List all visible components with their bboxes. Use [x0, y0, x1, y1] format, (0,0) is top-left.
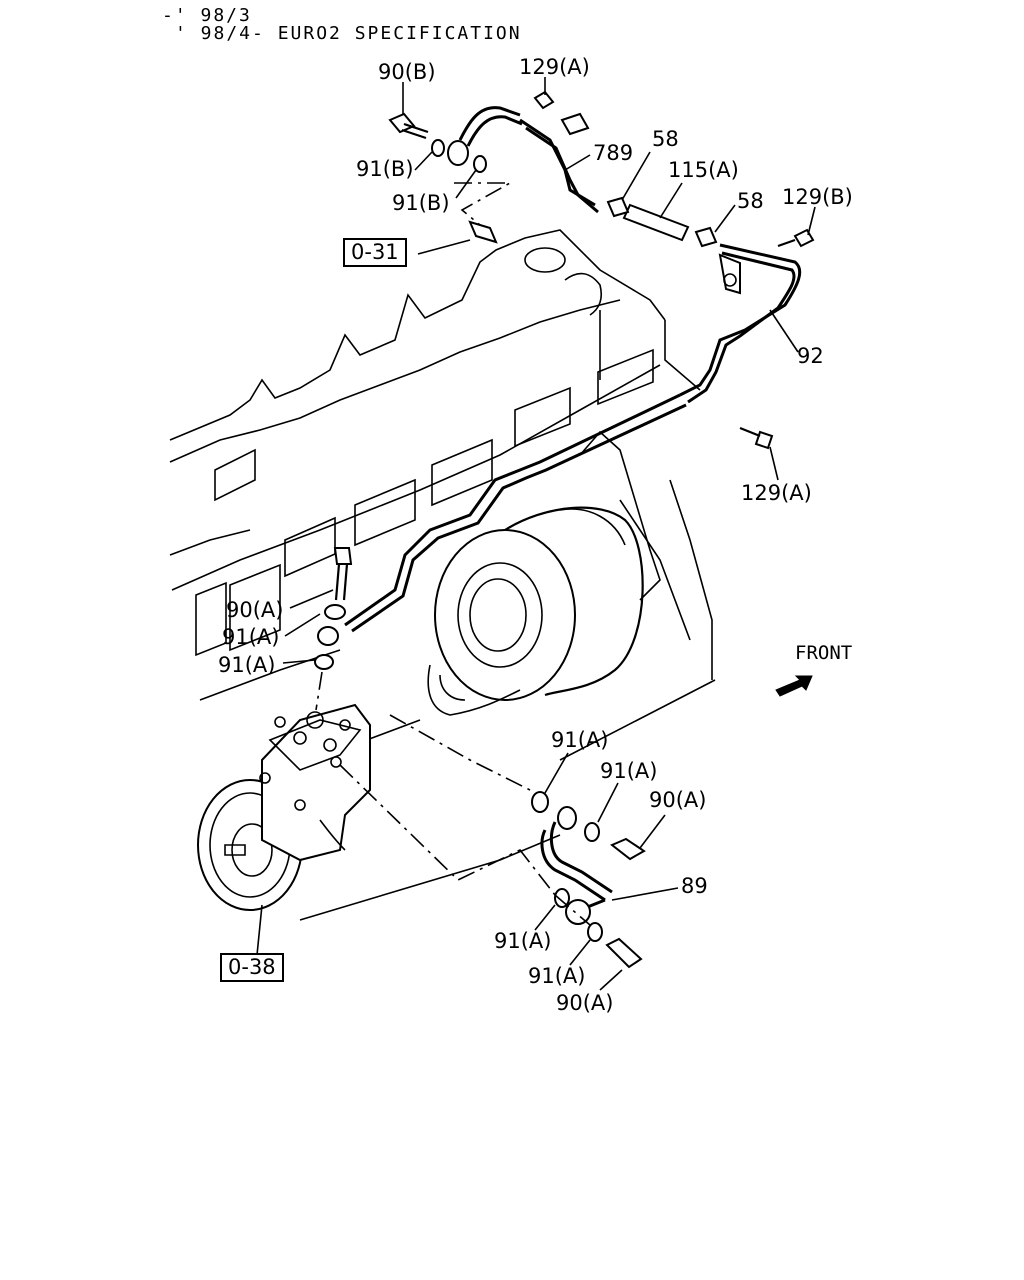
callout-58-b: 58	[737, 189, 764, 213]
callout-90b: 90(B)	[378, 60, 436, 84]
callout-91a-left-2: 91(A)	[218, 653, 276, 677]
header-line-1: -' 98/3	[162, 5, 252, 26]
air-compressor	[197, 703, 371, 911]
turbocharger	[427, 430, 661, 716]
callout-0-31: 0-31	[343, 238, 407, 267]
front-arrow-icon	[775, 675, 813, 697]
fasteners	[314, 90, 815, 969]
callout-91a-bottom-1: 91(A)	[494, 929, 552, 953]
leader-lines	[256, 77, 816, 991]
callout-129b: 129(B)	[782, 185, 853, 209]
callout-91a-left-1: 91(A)	[222, 625, 280, 649]
callout-89: 89	[681, 874, 708, 898]
callout-90a-left: 90(A)	[226, 598, 284, 622]
callout-91a-bottom-2: 91(A)	[528, 964, 586, 988]
callout-0-38: 0-38	[220, 953, 284, 982]
center-lines	[315, 182, 591, 926]
callout-789: 789	[593, 141, 634, 165]
callout-92: 92	[797, 344, 824, 368]
callout-90a-right: 90(A)	[649, 788, 707, 812]
callout-129a-mid: 129(A)	[741, 481, 812, 505]
front-label: FRONT	[795, 642, 853, 664]
callout-90a-bottom: 90(A)	[556, 991, 614, 1015]
callout-58-a: 58	[652, 127, 679, 151]
callout-91b-1: 91(B)	[356, 157, 414, 181]
callout-91b-2: 91(B)	[392, 191, 450, 215]
callout-115a: 115(A)	[668, 158, 739, 182]
header-line-2: ' 98/4- EURO2 SPECIFICATION	[175, 23, 522, 44]
callout-129a-top: 129(A)	[519, 55, 590, 79]
callout-91a-right-2: 91(A)	[600, 759, 658, 783]
callout-91a-right-1: 91(A)	[551, 728, 609, 752]
pipes	[344, 106, 802, 912]
